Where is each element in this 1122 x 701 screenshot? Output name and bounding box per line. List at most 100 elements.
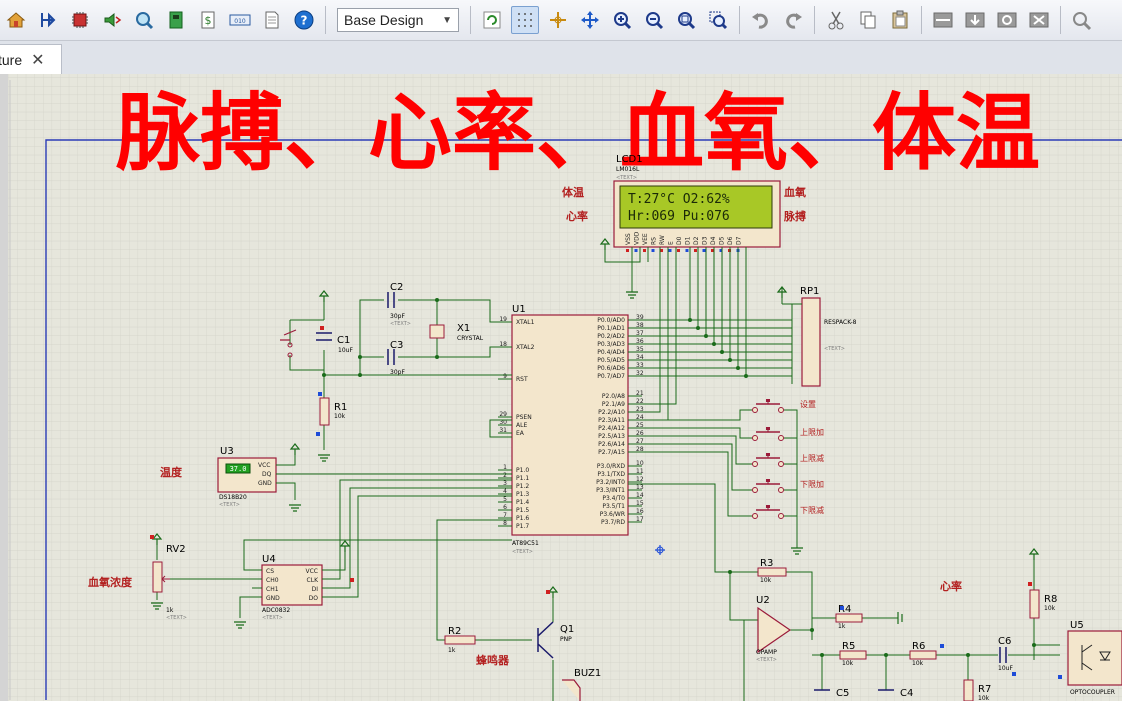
block-copy-icon[interactable] — [930, 7, 956, 33]
c2-value: 30pF — [390, 313, 405, 320]
resistor-r8[interactable]: R8 10k — [1029, 589, 1057, 619]
mcu-pin-name: P2.4/A12 — [598, 425, 625, 432]
button-label: 下限加 — [800, 479, 824, 489]
resistor-r3[interactable]: R3 10k — [757, 558, 787, 584]
document-icon[interactable] — [259, 7, 285, 33]
adc-u4[interactable]: U4 CS CH0 CH1 GND VCC CLK DI DO ADC0832 … — [261, 554, 323, 621]
block-delete-icon[interactable] — [1026, 7, 1052, 33]
capacitor-c1[interactable]: C1 10uF — [316, 332, 353, 354]
resistor-r6[interactable]: R6 10k — [909, 641, 937, 667]
mcu-pin-name: P1.5 — [516, 507, 529, 514]
crystal-x1[interactable]: X1 CRYSTAL — [429, 323, 484, 342]
resistor-r5[interactable]: R5 10k — [839, 641, 867, 667]
button-wires — [628, 409, 804, 555]
tab-schematic-capture[interactable]: ture ✕ — [0, 44, 62, 74]
push-button[interactable]: 下限减 — [752, 505, 825, 519]
mcu-pin-number: 31 — [499, 427, 507, 434]
lcd-pin-label: E — [668, 241, 675, 245]
lcd-line-2: Hr:069 Pu:076 — [628, 209, 730, 224]
undo-icon[interactable] — [748, 7, 774, 33]
mcu-pin-name: P2.6/A14 — [598, 441, 625, 448]
lcd-pin-marker — [634, 249, 638, 252]
block-rotate-icon[interactable] — [994, 7, 1020, 33]
redo-icon[interactable] — [780, 7, 806, 33]
resistor-r7[interactable]: R7 10k — [963, 679, 991, 701]
refresh-icon[interactable] — [479, 7, 505, 33]
oscillator-wires — [289, 290, 512, 462]
rp1-ref: RP1 — [800, 286, 819, 297]
schematic-canvas[interactable]: 脉搏、心率、血氧、体温 LCD1 LM016L <TEXT> T:27°C O2… — [0, 74, 1122, 701]
mcu-pin-number: 19 — [499, 316, 507, 323]
optocoupler-u5[interactable]: U5 OPTOCOUPLER — [1067, 620, 1122, 696]
zoom-in-icon[interactable] — [609, 7, 635, 33]
mcu-pin-number: 14 — [636, 492, 644, 499]
resistor-r2[interactable]: R2 1k — [444, 626, 476, 654]
mcu-part: AT89C51 — [512, 540, 539, 547]
lcd-pin-label: VDD — [634, 231, 641, 245]
grid-icon[interactable] — [511, 6, 539, 34]
help-icon[interactable]: ? — [291, 7, 317, 33]
mcu-pin-number: 9 — [503, 373, 507, 380]
display-icon[interactable]: 010 — [227, 7, 253, 33]
potentiometer-rv2[interactable]: RV2 1k <TEXT> — [152, 544, 187, 621]
capacitor-c2[interactable]: C2 30pF <TEXT> — [387, 282, 411, 327]
zoom-out-icon[interactable] — [641, 7, 667, 33]
capacitor-c3[interactable]: C3 30pF — [387, 340, 405, 376]
u4-pin-ch1: CH1 — [266, 586, 279, 593]
c1-value: 10uF — [338, 347, 353, 354]
dollar-icon[interactable]: $ — [195, 7, 221, 33]
u4-placeholder: <TEXT> — [262, 615, 283, 621]
mcu-pin-number: 32 — [636, 370, 644, 377]
capacitor-c5[interactable]: C5 — [814, 688, 849, 699]
design-select[interactable]: Base Design▼ — [337, 8, 459, 32]
zoom-area-icon[interactable] — [705, 7, 731, 33]
capacitor-c6[interactable]: C6 10uF — [998, 636, 1013, 672]
paste-icon[interactable] — [887, 7, 913, 33]
push-button[interactable]: 下限加 — [752, 479, 825, 493]
chip-icon[interactable] — [67, 7, 93, 33]
copy-icon[interactable] — [855, 7, 881, 33]
respack-rp1[interactable]: RP1 RESPACK-8 <TEXT> — [777, 286, 857, 387]
origin-icon[interactable] — [545, 7, 571, 33]
home-icon[interactable] — [3, 7, 29, 33]
button-label: 上限减 — [800, 453, 824, 463]
r7-ref: R7 — [978, 684, 991, 695]
pin-markers-red — [150, 326, 1032, 594]
toolbar-separator — [921, 6, 922, 34]
zoom-all-icon[interactable] — [673, 7, 699, 33]
reset-switch[interactable] — [280, 329, 297, 358]
transistor-q1[interactable]: Q1 PNP — [537, 621, 574, 659]
board-icon[interactable] — [163, 7, 189, 33]
resistor-r1[interactable]: R1 10k — [319, 397, 347, 426]
mcu-pin-name: PSEN — [516, 414, 532, 421]
buzzer-buz1[interactable]: BUZ1 — [562, 668, 601, 701]
mcu-pin-name: P0.1/AD1 — [597, 325, 625, 332]
lcd-pin-marker — [702, 249, 706, 252]
zoom-search-icon[interactable] — [131, 7, 157, 33]
cut-icon[interactable] — [823, 7, 849, 33]
mcu-pin-number: 22 — [636, 398, 644, 405]
block-move-icon[interactable] — [962, 7, 988, 33]
close-icon[interactable]: ✕ — [31, 51, 45, 69]
push-button[interactable]: 设置 — [752, 399, 817, 413]
push-button[interactable]: 上限减 — [752, 453, 825, 467]
mcu-pin-name: P3.7/RD — [601, 519, 625, 526]
mcu-pin-number: 30 — [499, 419, 507, 426]
opamp-u2[interactable]: U2 OPAMP <TEXT> — [756, 595, 792, 663]
temp-sensor-u3[interactable]: U3 37.0 VCC DQ GND DS18B20 <TEXT> — [217, 446, 277, 508]
label-heart-left: 心率 — [566, 209, 588, 223]
lcd-pin-label: D1 — [685, 236, 692, 245]
speaker-probe-icon[interactable] — [99, 7, 125, 33]
schematic-svg[interactable]: 脉搏、心率、血氧、体温 LCD1 LM016L <TEXT> T:27°C O2… — [0, 74, 1122, 701]
component-icon[interactable] — [35, 7, 61, 33]
mcu-pin-name: P0.6/AD6 — [597, 365, 625, 372]
capacitor-c4[interactable]: C4 — [878, 688, 913, 699]
pick-icon[interactable] — [1069, 7, 1095, 33]
resistor-r4[interactable]: R4 1k — [835, 604, 863, 630]
pan-icon[interactable] — [577, 7, 603, 33]
push-button[interactable]: 上限加 — [752, 427, 825, 441]
lcd-display[interactable]: LCD1 LM016L <TEXT> T:27°C O2:62% Hr:069 … — [613, 154, 781, 252]
